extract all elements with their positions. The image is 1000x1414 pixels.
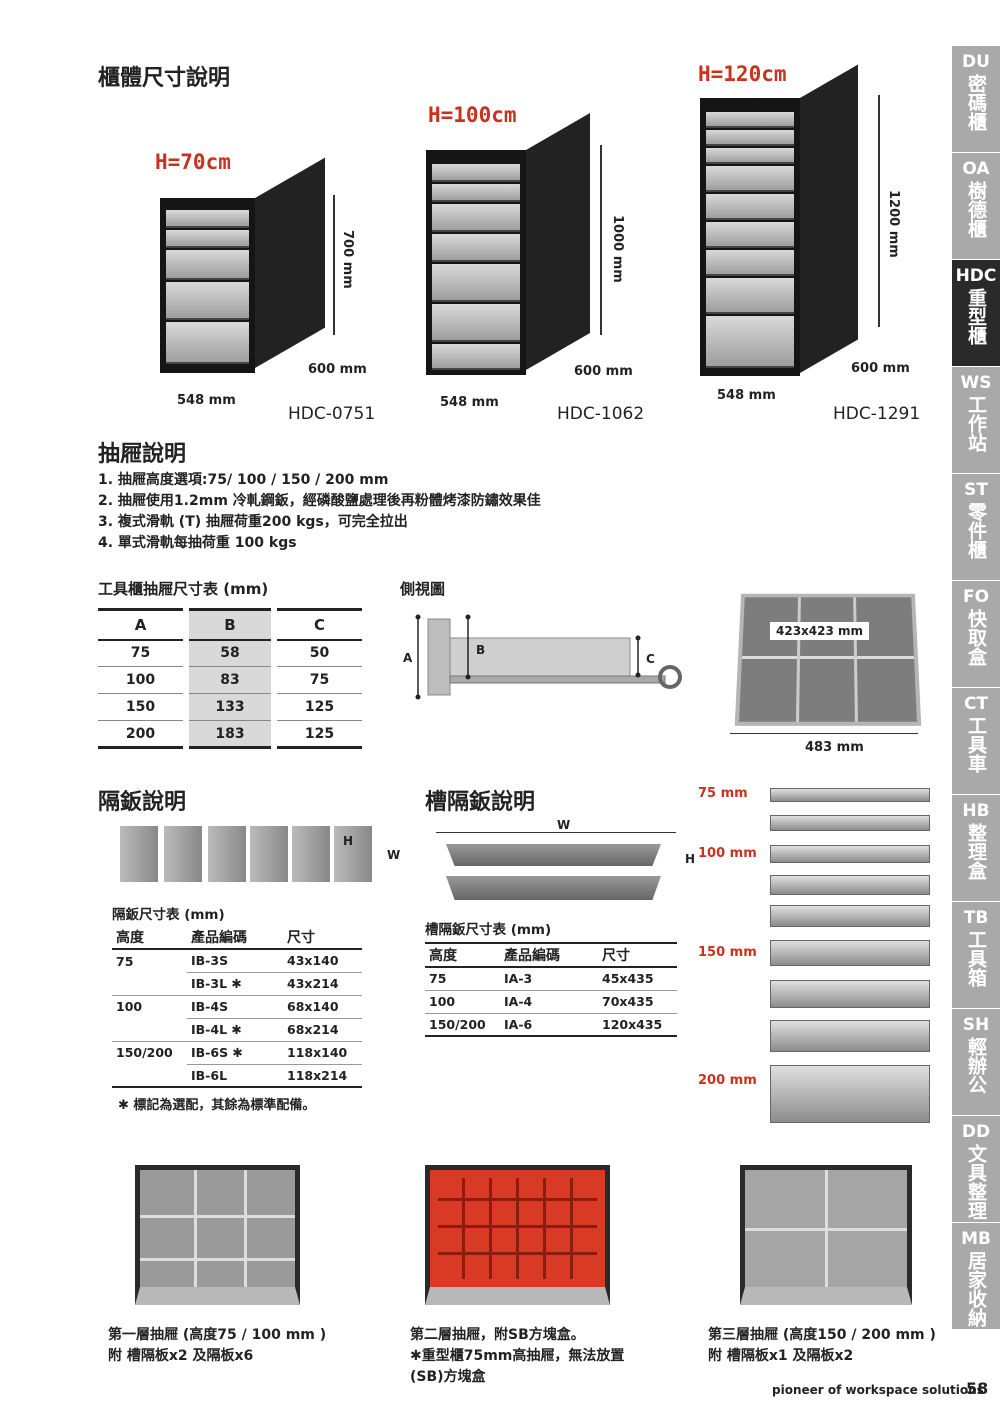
note-item: 2. 抽屜使用1.2mm 冷軋鋼鈑，經磷酸鹽處理後再粉體烤漆防鏽效果佳 (98, 493, 541, 509)
cabinet-depth-dim: 600 mm (574, 364, 633, 379)
table-row: IB-3L ✱43x214 (112, 972, 362, 996)
divider-footnote: ✱ 標記為選配，其餘為標準配備。 (118, 1098, 316, 1113)
slot-divider-image (446, 844, 661, 866)
side-view-label-b: B (476, 643, 486, 657)
drawer-photo-2 (425, 1165, 610, 1305)
stack-label: 150 mm (698, 945, 757, 960)
side-view-label-c: C (646, 652, 655, 666)
table-header: 尺寸 (283, 925, 362, 950)
cabinet-height-dim: 1000 mm (610, 215, 625, 283)
drawer-notes: 1. 抽屜高度選項:75/ 100 / 150 / 200 mm 2. 抽屜使用… (98, 470, 541, 554)
cabinet-height-label: H=100cm (428, 103, 517, 127)
slot-divider-image (446, 876, 661, 900)
table-header: 尺寸 (598, 942, 677, 968)
drawer-top-image (734, 593, 922, 726)
note-item: 4. 單式滑軌每抽荷重 100 kgs (98, 535, 297, 551)
table-header: B (183, 608, 277, 641)
cabinet-width-dim: 548 mm (177, 393, 236, 408)
caption-1: 第一層抽屜 (高度75 / 100 mm ) 附 槽隔板x2 及隔板x6 (108, 1327, 327, 1364)
table-header: 高度 (112, 925, 187, 950)
note-item: 1. 抽屜高度選項:75/ 100 / 150 / 200 mm (98, 472, 389, 488)
table-header: 產品編碼 (187, 925, 283, 950)
cabinet-image (426, 150, 526, 375)
cabinet-height-label: H=120cm (698, 62, 787, 86)
stack-label: 100 mm (698, 846, 757, 861)
divider-image (120, 826, 375, 884)
cabinet-image (160, 198, 255, 373)
drawer-photo-1 (135, 1165, 300, 1305)
divider-h-label: H (343, 834, 354, 848)
section-title-slot-divider: 槽隔鈑說明 (425, 790, 536, 815)
drawer-photo-3 (740, 1165, 912, 1305)
slot-h-label: H (685, 852, 696, 866)
page-number: 58 (966, 1379, 989, 1398)
drawer-inner-dim: 423x423 mm (770, 622, 870, 640)
section-title-cabinet: 櫃體尺寸說明 (98, 66, 231, 91)
table-header: A (98, 608, 186, 641)
cabinet-depth-dim: 600 mm (851, 361, 910, 376)
cabinet-width-dim: 548 mm (440, 395, 499, 410)
side-view-label-a: A (403, 651, 413, 665)
divider-w-label: W (387, 848, 401, 862)
footer-tagline: pioneer of workspace solutions (772, 1383, 984, 1397)
table-header: C (274, 608, 362, 641)
cabinet-height-dim: 1200 mm (886, 190, 901, 258)
slot-table-title: 槽隔鈑尺寸表 (mm) (425, 922, 552, 938)
cabinet-model: HDC-0751 (288, 404, 376, 424)
cabinet-image (700, 98, 800, 376)
cabinet-depth-dim: 600 mm (308, 362, 367, 377)
side-view-diagram (415, 614, 682, 700)
drawer-table-title: 工具櫃抽屜尺寸表 (mm) (98, 580, 269, 598)
slot-w-label: W (557, 818, 571, 832)
cabinet-model: HDC-1062 (557, 404, 645, 424)
stack-label: 75 mm (698, 786, 748, 801)
table-header: 高度 (425, 942, 500, 968)
cabinet-width-dim: 548 mm (717, 388, 776, 403)
note-item: 3. 複式滑軌 (T) 抽屜荷重200 kgs，可完全拉出 (98, 514, 408, 530)
stack-label: 200 mm (698, 1073, 757, 1088)
table-header: 產品編碼 (500, 942, 598, 968)
cabinet-height-label: H=70cm (155, 150, 231, 174)
cabinet-height-dim: 700 mm (340, 230, 355, 289)
cabinet-model: HDC-1291 (833, 404, 921, 424)
section-title-drawer: 抽屜說明 (98, 442, 187, 467)
caption-2: 第二層抽屜，附SB方塊盒。 ✱重型櫃75mm高抽屜，無法放置 (SB)方塊盒 (410, 1327, 625, 1385)
drawer-width-dim: 483 mm (805, 740, 864, 755)
caption-3: 第三層抽屜 (高度150 / 200 mm ) 附 槽隔板x1 及隔板x2 (708, 1327, 936, 1364)
side-view-title: 側視圖 (400, 580, 446, 598)
table-row: IB-4L ✱68x214 (112, 1018, 362, 1042)
section-title-divider: 隔鈑說明 (98, 790, 187, 815)
divider-table-title: 隔鈑尺寸表 (mm) (112, 907, 225, 923)
